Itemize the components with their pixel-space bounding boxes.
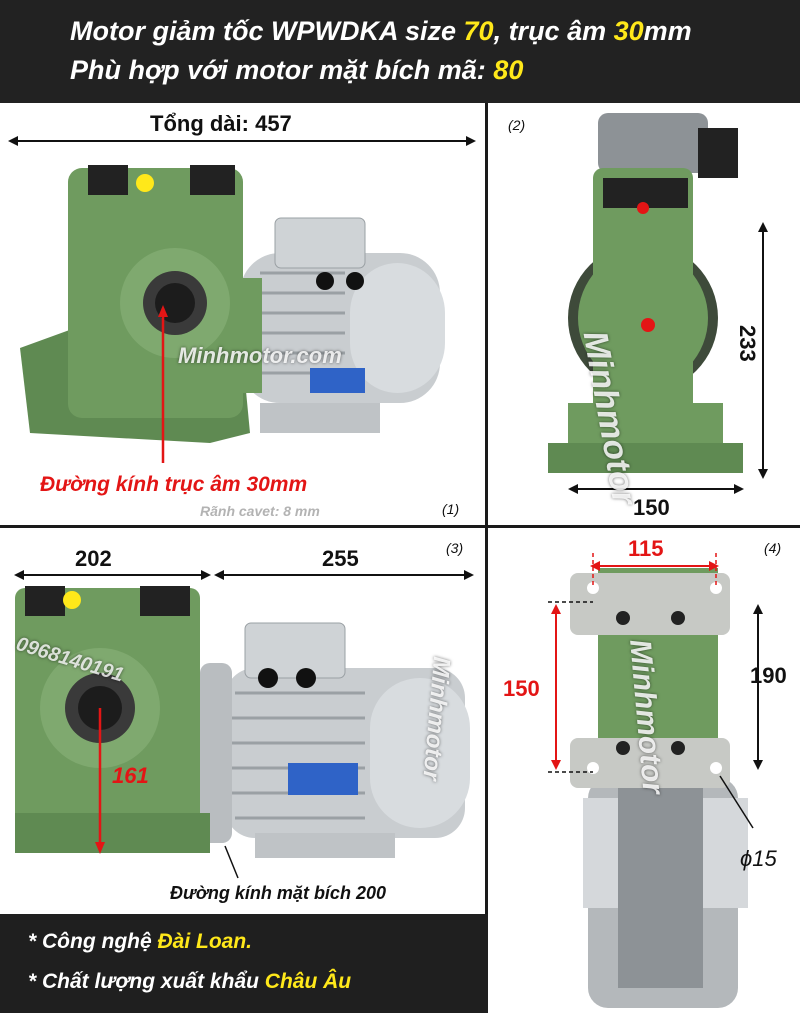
width-dimension: 150 [633, 495, 670, 520]
panel-number: (4) [764, 540, 782, 556]
overall-length-dimension: 190 [750, 663, 787, 688]
keyway-label: Rãnh cavet: 8 mm [200, 503, 320, 519]
height-dimension: 233 [735, 325, 760, 362]
hole-diameter-dimension: ϕ15 [740, 846, 777, 871]
hole-spacing-y-dimension: 150 [503, 676, 540, 701]
panel-number: (2) [508, 117, 526, 133]
panel-front-view: (2) Minhmotor 233 150 [488, 103, 800, 525]
total-length-label: Tổng dài: 457 [150, 111, 292, 136]
center-height-dimension: 161 [112, 763, 149, 788]
gearbox-length-dimension: 202 [75, 546, 112, 571]
gearbox-bottom-illustration [548, 553, 763, 1008]
panel-side-view: Tổng dài: 457 Minhmotor.com Đường kính t… [0, 103, 485, 525]
watermark-minhmotor-com: Minhmotor.com [178, 343, 342, 368]
panel-bottom-view: (4) 115 150 190 Minhmotor ϕ15 [488, 528, 800, 1013]
panel-number: (3) [446, 540, 464, 556]
footer-line2: * Chất lượng xuất khẩu Châu Âu [28, 970, 352, 993]
footer-banner: * Công nghệ Đài Loan. * Chất lượng xuất … [0, 914, 488, 1013]
header-banner: Motor giảm tốc WPWDKA size 70, trục âm 3… [0, 0, 800, 103]
footer-line1: * Công nghệ Đài Loan. [28, 930, 253, 953]
gearbox-motor-side-illustration [8, 136, 476, 463]
motor-length-dimension: 255 [322, 546, 359, 571]
header-title-line1: Motor giảm tốc WPWDKA size 70, trục âm 3… [70, 16, 692, 46]
panel-length-view: 202 255 (3) 0968140191 161 Minhmotor Đườ… [0, 528, 485, 914]
flange-diameter-label: Đường kính mặt bích 200 [170, 883, 386, 903]
shaft-diameter-label: Đường kính trục âm 30mm [40, 473, 308, 496]
hole-spacing-x-dimension: 115 [628, 536, 664, 561]
diameter-symbol-icon: ϕ [740, 846, 753, 871]
gearbox-motor-length-illustration [14, 570, 474, 879]
header-title-line2: Phù hợp với motor mặt bích mã: 80 [70, 55, 524, 85]
gearbox-front-illustration [548, 113, 768, 494]
panel-number: (1) [442, 501, 460, 517]
